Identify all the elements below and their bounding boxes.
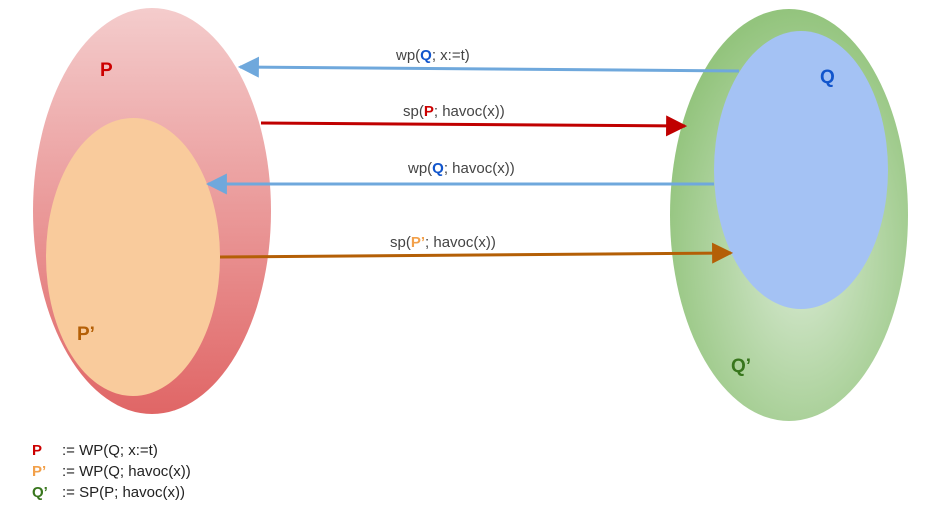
legend: P := WP(Q; x:=t) P’ := WP(Q; havoc(x)) Q… <box>32 442 191 501</box>
legend-def-p: := WP(Q; x:=t) <box>62 442 158 459</box>
arrow-wp-q-assign <box>237 56 740 78</box>
legend-def-q-prime: := SP(P; havoc(x)) <box>62 484 185 501</box>
legend-symbol-p-prime: P’ <box>32 463 46 480</box>
set-p-label: P <box>100 60 113 81</box>
arrow-label-wp-q-assign: wp(Q; x:=t) <box>395 47 470 64</box>
legend-symbol-q-prime: Q’ <box>32 484 48 501</box>
arrow-label-sp-p-havoc: sp(P; havoc(x)) <box>403 103 505 120</box>
legend-def-p-prime: := WP(Q; havoc(x)) <box>62 463 191 480</box>
set-q-ellipse <box>714 31 888 309</box>
set-p-prime-label: P’ <box>77 324 95 345</box>
arrow-label-wp-q-havoc: wp(Q; havoc(x)) <box>407 160 515 177</box>
arrow-sp-p-prime-havoc <box>219 242 734 264</box>
set-q-label: Q <box>820 67 835 88</box>
set-p-prime-ellipse <box>46 118 220 396</box>
set-q-prime-label: Q’ <box>731 356 751 377</box>
legend-symbol-p: P <box>32 442 42 459</box>
arrow-sp-p-havoc <box>260 115 688 137</box>
arrow-label-sp-p-prime-havoc: sp(P’; havoc(x)) <box>390 234 496 251</box>
